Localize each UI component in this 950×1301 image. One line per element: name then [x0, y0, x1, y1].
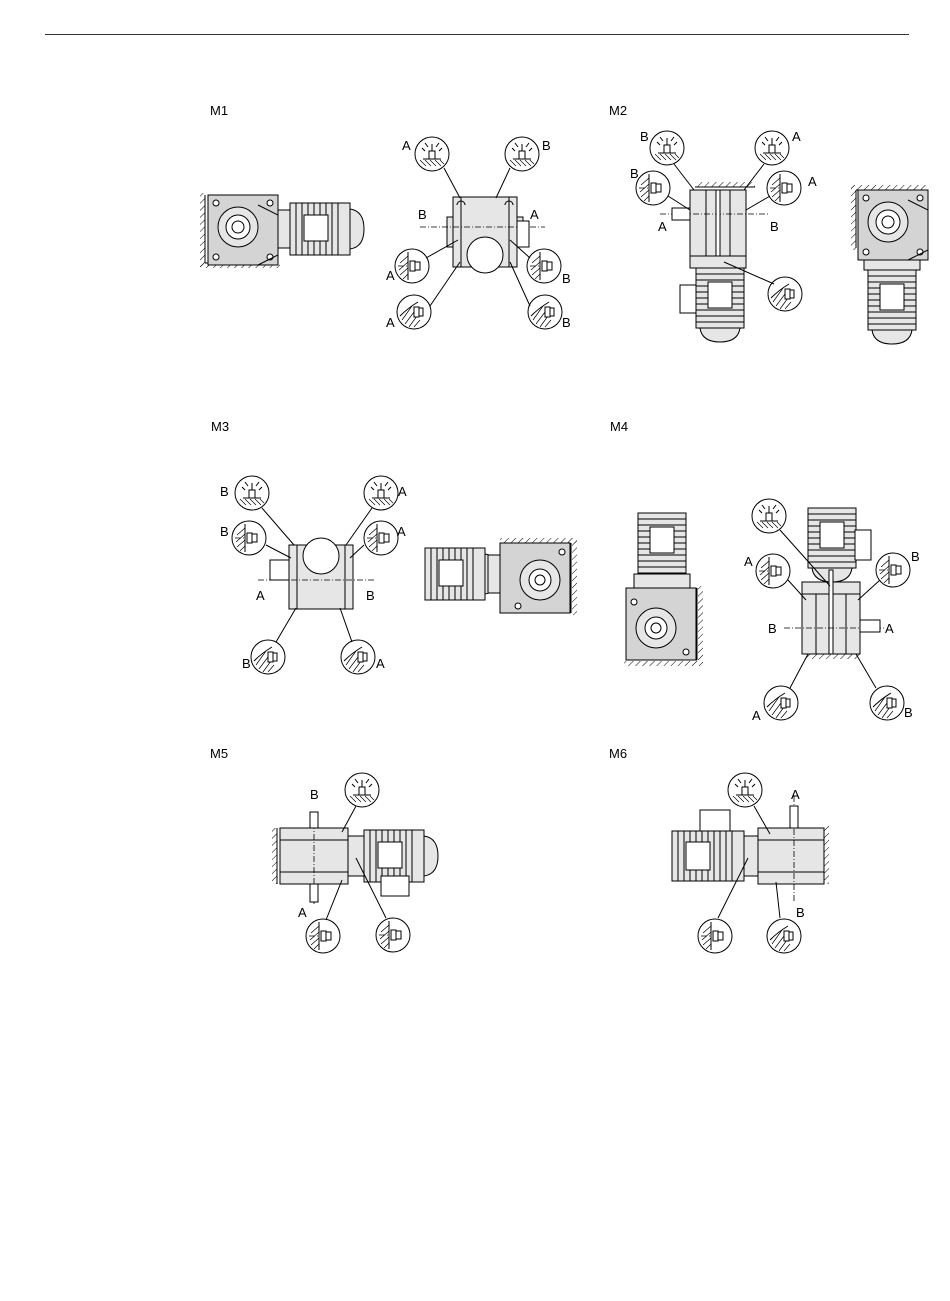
m1-callout-a-shaft: A	[530, 207, 539, 222]
m2-callout-b-vent: B	[640, 129, 649, 144]
m3-callout-b-drain: B	[242, 656, 251, 671]
m2-callout-b-shaft: B	[770, 219, 779, 234]
m4-side-view	[752, 499, 910, 720]
m1-callout-b-top: B	[542, 138, 551, 153]
m6-side-view	[672, 773, 829, 953]
m1-callout-a-level: A	[386, 268, 395, 283]
m6-callout-a-shaft: A	[791, 787, 800, 802]
m2-side-view	[636, 131, 802, 342]
m3-side-view	[232, 476, 398, 674]
m4-front-view	[624, 513, 703, 666]
m3-callout-b-shaft: B	[366, 588, 375, 603]
m3-callout-b-vent: B	[220, 484, 229, 499]
m1-front-view	[200, 193, 364, 268]
m4-callout-b-drain: B	[904, 705, 913, 720]
m4-callout-a-level: A	[744, 554, 753, 569]
m5-callout-b-shaft: B	[310, 787, 319, 802]
m3-callout-a-drain: A	[376, 656, 385, 671]
m5-callout-a-shaft: A	[298, 905, 307, 920]
m4-callout-a-drain: A	[752, 708, 761, 723]
m4-callout-b-level: B	[911, 549, 920, 564]
m2-front-view	[851, 185, 928, 344]
m3-callout-a-vent: A	[398, 484, 407, 499]
m5-side-view	[272, 773, 438, 953]
m2-callout-b-level: B	[630, 166, 639, 181]
m3-callout-b-level: B	[220, 524, 229, 539]
m1-callout-a-top: A	[402, 138, 411, 153]
m4-callout-b-shaft: B	[768, 621, 777, 636]
m1-callout-b-drain: B	[562, 315, 571, 330]
m3-callout-a-level: A	[397, 524, 406, 539]
m2-callout-a-vent: A	[792, 129, 801, 144]
m2-callout-a-shaft: A	[658, 219, 667, 234]
m4-callout-a-shaft: A	[885, 621, 894, 636]
m1-side-view	[395, 137, 562, 329]
m3-callout-a-shaft: A	[256, 588, 265, 603]
m3-front-view	[425, 538, 577, 615]
m2-callout-a-level: A	[808, 174, 817, 189]
m6-callout-b-shaft: B	[796, 905, 805, 920]
m1-callout-b-shaft: B	[418, 207, 427, 222]
m1-callout-a-drain: A	[386, 315, 395, 330]
m1-callout-b-level: B	[562, 271, 571, 286]
